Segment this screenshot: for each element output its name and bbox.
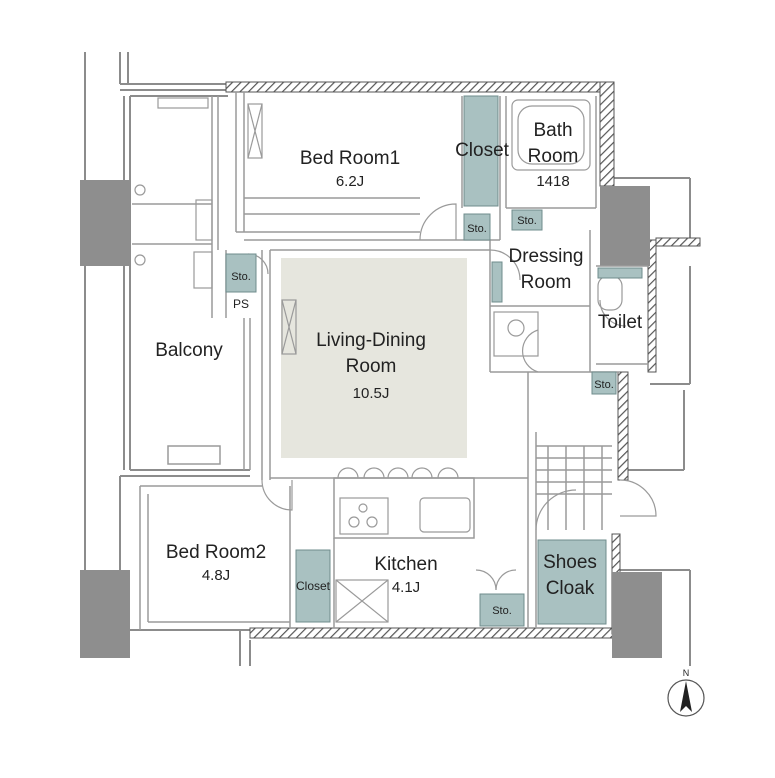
bath-name-line1: Bath — [533, 120, 572, 141]
sto-bedroom1 — [463, 213, 491, 241]
toilet-fixture — [597, 275, 623, 311]
living-name-line2: Room — [346, 356, 397, 377]
kitchen-size: 4.1J — [392, 579, 420, 596]
toilet-shelf — [597, 267, 643, 279]
storage-labels: Sto. Sto. Sto. PS Sto. Sto. — [231, 215, 614, 617]
closet-1 — [463, 95, 499, 207]
shoes-cloak — [537, 539, 607, 625]
balcony-name: Balcony — [155, 340, 223, 361]
ps-label: PS — [233, 297, 249, 311]
living-size: 10.5J — [353, 385, 390, 402]
dressing-name-line1: Dressing — [509, 246, 584, 267]
pillars — [80, 180, 662, 658]
kitchen-sink — [419, 497, 471, 533]
toilet-name: Toilet — [598, 312, 643, 333]
pillar-top-right — [600, 186, 650, 266]
sto-label-toilet: Sto. — [594, 379, 614, 391]
sto-label-bedroom1: Sto. — [467, 223, 487, 235]
room-labels: Bed Room1 6.2J Closet Bath Room 1418 Dre… — [155, 120, 643, 599]
bath-size: 1418 — [536, 173, 569, 190]
washbasin — [493, 311, 539, 357]
sto-bath — [511, 209, 543, 231]
sto-dressing — [491, 261, 503, 303]
sto-label-ps: Sto. — [231, 271, 251, 283]
sto-label-bath: Sto. — [517, 215, 537, 227]
sto-toilet — [591, 371, 617, 395]
living-name-line1: Living-Dining — [316, 330, 426, 351]
bath-name-line2: Room — [528, 146, 579, 167]
pillar-bottom-right — [612, 572, 662, 658]
stove — [339, 497, 389, 535]
kitchen-name: Kitchen — [374, 554, 437, 575]
bedroom2-size: 4.8J — [202, 567, 230, 584]
pillar-top-left — [80, 180, 130, 266]
shoes-name-line1: Shoes — [543, 552, 597, 573]
refrigerator — [335, 579, 389, 623]
sto-kitchen — [479, 593, 525, 627]
dressing-name-line2: Room — [521, 272, 572, 293]
bedroom1-name: Bed Room1 — [300, 148, 400, 169]
living-room-floor — [281, 258, 467, 458]
sto-label-kitchen: Sto. — [492, 605, 512, 617]
storage-units — [225, 95, 643, 627]
closet-2 — [295, 549, 331, 623]
north-arrow-icon: N — [667, 668, 705, 717]
exterior-walls — [84, 52, 691, 666]
compass-label: N — [683, 668, 690, 678]
sto-ps — [225, 253, 257, 293]
pillar-bottom-left — [80, 570, 130, 658]
closet1-name: Closet — [455, 140, 510, 161]
bedroom2-name: Bed Room2 — [166, 542, 266, 563]
closet2-name: Closet — [296, 579, 331, 593]
bathtub — [511, 99, 591, 171]
bedroom1-size: 6.2J — [336, 173, 364, 190]
shoes-name-line2: Cloak — [546, 578, 595, 599]
fixtures — [134, 97, 623, 623]
door-swings — [247, 203, 657, 591]
